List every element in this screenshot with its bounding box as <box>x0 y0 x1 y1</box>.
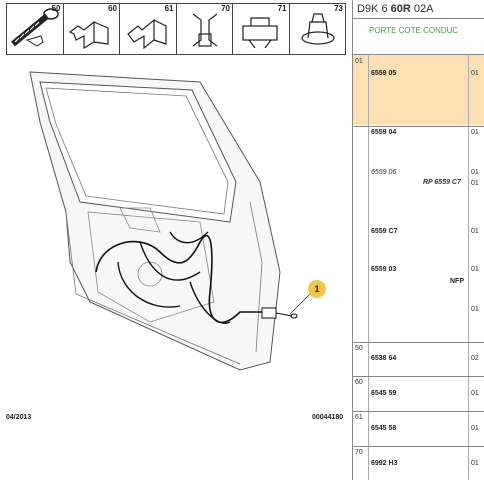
plug-icon <box>300 13 335 45</box>
door-diagram <box>29 71 315 371</box>
part-number: 70 <box>221 4 230 13</box>
parts-strip: 50 60 61 70 <box>6 3 346 55</box>
screw-icon <box>11 8 59 47</box>
selected-row-highlight <box>353 55 484 125</box>
part-number: 50 <box>51 4 61 13</box>
part-cell-71[interactable]: 71 <box>233 4 290 54</box>
callout-label: 1 <box>314 284 320 294</box>
clip-icon <box>192 13 217 47</box>
diagram-date: 04/2013 <box>6 414 32 421</box>
bracket-icon <box>68 20 109 50</box>
clip-icon <box>242 17 278 49</box>
parts-list-panel: D9K 6 60R 02A PORTE COTE CONDUC 01 6559 … <box>352 0 484 480</box>
part-number: 71 <box>277 4 287 13</box>
diagram-panel: 50 60 61 70 <box>6 3 346 421</box>
part-number: 73 <box>334 4 343 13</box>
section-subtitle: PORTE COTE CONDUC <box>369 26 459 35</box>
callout-badge[interactable]: 1 <box>308 280 326 298</box>
bracket-icon <box>127 18 167 50</box>
part-cell-50[interactable]: 50 <box>7 4 64 54</box>
part-cell-61[interactable]: 61 <box>120 4 177 54</box>
part-number: 61 <box>164 4 174 13</box>
part-number: 60 <box>108 4 117 13</box>
diagram-reference: 00044180 <box>312 414 344 421</box>
part-cell-70[interactable]: 70 <box>177 4 233 54</box>
part-cell-73[interactable]: 73 <box>290 4 346 54</box>
model-code: D9K 6 60R 02A <box>357 3 434 15</box>
part-cell-60[interactable]: 60 <box>64 4 120 54</box>
